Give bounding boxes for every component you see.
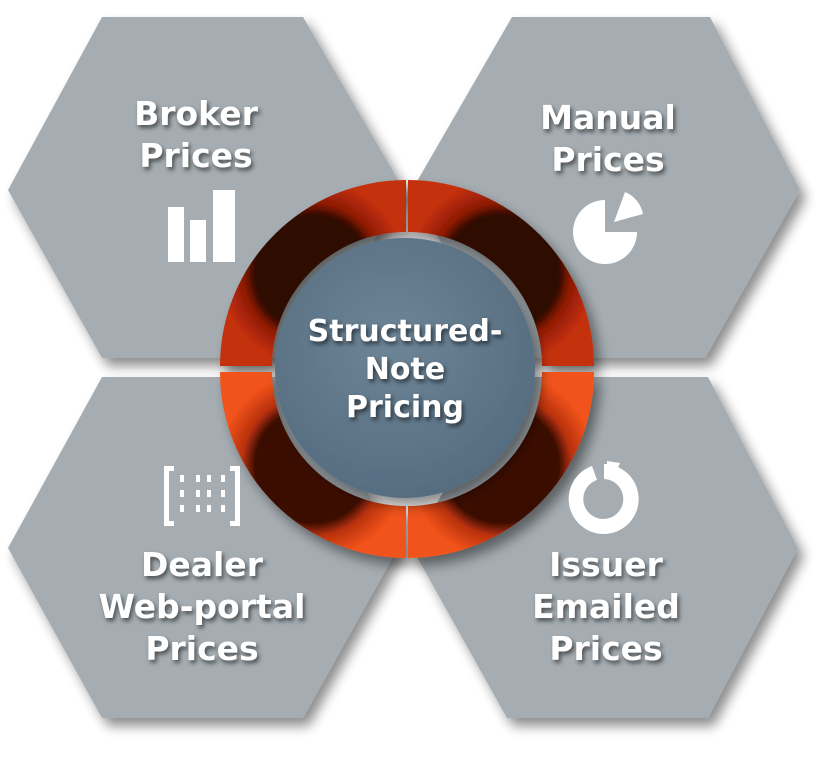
center-line-1: Structured-	[307, 314, 503, 349]
center-circle	[275, 238, 535, 498]
manual-line-1: Manual	[540, 98, 676, 137]
label-issuer-prices: Issuer Emailed Prices	[476, 544, 736, 670]
label-broker-prices: Broker Prices	[96, 93, 296, 177]
issuer-line-2: Emailed	[532, 587, 680, 626]
dealer-line-2: Web-portal	[98, 587, 306, 626]
issuer-line-3: Prices	[549, 629, 663, 668]
center-ring	[220, 180, 594, 558]
center-title: Structured- Note Pricing	[285, 313, 525, 427]
pie-chart-icon	[573, 192, 643, 264]
broker-line-2: Prices	[139, 136, 253, 175]
center-line-2: Note	[364, 352, 446, 387]
label-dealer-prices: Dealer Web-portal Prices	[72, 544, 332, 670]
issuer-line-1: Issuer	[549, 545, 663, 584]
donut-chart-icon	[568, 461, 639, 534]
dealer-line-3: Prices	[145, 629, 259, 668]
center-line-3: Pricing	[346, 390, 464, 425]
ring-top-half	[220, 180, 406, 366]
ring-bottom-left	[220, 372, 406, 558]
ring-top-right	[408, 180, 594, 366]
label-manual-prices: Manual Prices	[508, 97, 708, 181]
bar-chart-icon	[168, 190, 235, 262]
manual-line-2: Prices	[551, 140, 665, 179]
ring-bottom-right	[408, 372, 594, 558]
dealer-line-1: Dealer	[140, 545, 263, 584]
bracketed-dots-icon	[164, 466, 240, 526]
broker-line-1: Broker	[134, 94, 258, 133]
